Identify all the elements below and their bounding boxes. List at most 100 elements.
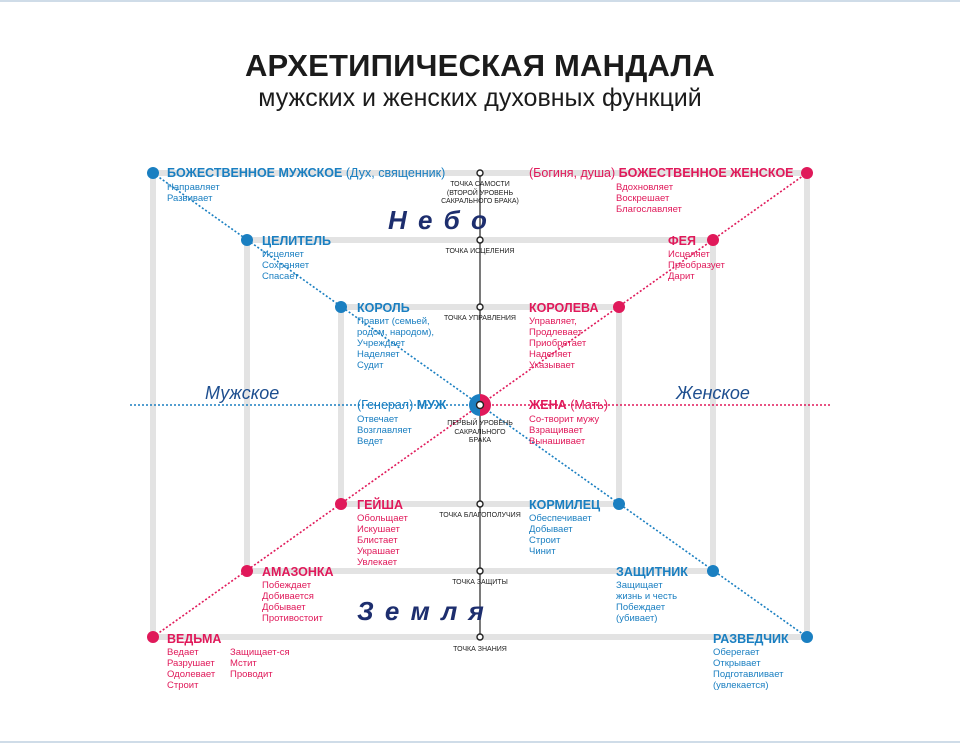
verb: Исцеляет [262, 249, 304, 260]
dot-witch [147, 631, 159, 643]
divine-female-title: (Богиня, душа) БОЖЕСТВЕННОЕ ЖЕНСКОЕ [529, 166, 794, 180]
dot-divine-female [801, 167, 813, 179]
wife-verbs: Со-творит мужу Взращивает Вынашивает [529, 414, 599, 447]
verb: Защищает [616, 580, 663, 591]
point-knowledge [476, 633, 484, 641]
point-healing [476, 236, 484, 244]
wife-name: ЖЕНА [529, 398, 567, 412]
verb: Чинит [529, 546, 556, 557]
verb: Защищает-ся [230, 647, 290, 658]
verb: Наделяет [357, 349, 400, 360]
verb: Побеждает [616, 602, 666, 613]
marriage-level-label: ПЕРВЫЙ УРОВЕНЬ САКРАЛЬНОГО БРАКА [447, 420, 513, 444]
sky-label: Н е б о [388, 205, 489, 235]
verb: Возглавляет [357, 425, 412, 436]
husband-verbs: Отвечает Возглавляет Ведет [357, 414, 412, 447]
verb: Управляет, [529, 316, 577, 327]
dot-healer [241, 234, 253, 246]
verb: Строит [529, 535, 561, 546]
divine-male-note: (Дух, священник) [345, 166, 446, 180]
verb: Строит [167, 680, 199, 691]
center-female-half [480, 394, 491, 416]
verb: Одолевает [167, 669, 216, 680]
verb: Увлекает [357, 557, 398, 568]
verb: Мстит [230, 658, 257, 669]
verb: Развивает [167, 193, 213, 204]
verb: Спасает [262, 271, 299, 282]
husband-note: (Генерал) [357, 398, 414, 412]
verb: Отвечает [357, 414, 399, 425]
point-healing-label: ТОЧКА ИСЦЕЛЕНИЯ [445, 248, 515, 255]
verb: Правит (семьей, [357, 316, 430, 327]
top-border [0, 0, 960, 2]
witch-title: ВЕДЬМА [167, 632, 222, 646]
verb: Украшает [357, 546, 400, 557]
geisha-title: ГЕЙША [357, 498, 403, 512]
verb: Добывает [262, 602, 306, 613]
husband-name: МУЖ [416, 398, 447, 412]
verb: Оберегает [713, 647, 760, 658]
verb: жизнь и честь [616, 591, 678, 602]
verb: Ведает [167, 647, 199, 658]
fairy-verbs: Исцеляет Преобразует Дарит [668, 249, 725, 282]
verb: Добивается [262, 591, 314, 602]
point-self-label: ТОЧКА САМОСТИ (ВТОРОЙ УРОВЕНЬ САКРАЛЬНОГ… [441, 181, 519, 205]
scout-verbs: Оберегает Открывает Подготавливает (увле… [713, 647, 784, 691]
divine-female-verbs: Вдохновляет Воскрешает Благославляет [616, 182, 682, 215]
amazon-title: АМАЗОНКА [262, 565, 334, 579]
witch-verbs: Ведает Разрушает Одолевает Строит [167, 647, 215, 691]
verb: Судит [357, 360, 384, 371]
verb: Противостоит [262, 613, 324, 624]
verb: (увлекается) [713, 680, 769, 691]
point-wellbeing [476, 500, 484, 508]
king-verbs: Правит (семьей, родом, народом), Учрежда… [357, 316, 434, 371]
dot-divine-male [147, 167, 159, 179]
verb: Проводит [230, 669, 273, 680]
queen-title: КОРОЛЕВА [529, 301, 599, 315]
male-diagonal-lower [479, 404, 808, 638]
verb: Благославляет [616, 204, 682, 215]
wife-title: ЖЕНА (Мать) [529, 398, 608, 412]
dot-provider [613, 498, 625, 510]
divine-female-name: БОЖЕСТВЕННОЕ ЖЕНСКОЕ [618, 166, 794, 180]
provider-title: КОРМИЛЕЦ [529, 498, 601, 512]
divine-male-title: БОЖЕСТВЕННОЕ МУЖСКОЕ (Дух, священник) [167, 166, 445, 180]
fairy-title: ФЕЯ [668, 234, 696, 248]
dot-king [335, 301, 347, 313]
dot-amazon [241, 565, 253, 577]
verb: Взращивает [529, 425, 583, 436]
page-subtitle: мужских и женских духовных функций [258, 84, 702, 112]
verb: Обольщает [357, 513, 408, 524]
verb: Воскрешает [616, 193, 670, 204]
verb: родом, народом), [357, 327, 435, 338]
verb: Дарит [668, 271, 695, 282]
dot-defender [707, 565, 719, 577]
dot-queen [613, 301, 625, 313]
queen-verbs: Управляет, Продлевает Приобретает Наделя… [529, 316, 586, 371]
center-male-half [469, 394, 480, 416]
verb: Добывает [529, 524, 573, 535]
point-self [476, 169, 484, 177]
point-governance-label: ТОЧКА УПРАВЛЕНИЯ [444, 315, 516, 322]
verb: Побеждает [262, 580, 312, 591]
point-wellbeing-label: ТОЧКА БЛАГОПОЛУЧИЯ [439, 512, 521, 519]
point-governance [476, 303, 484, 311]
healer-verbs: Исцеляет Сохраняет Спасает [262, 249, 309, 282]
point-protection-label: ТОЧКА ЗАЩИТЫ [452, 579, 508, 586]
witch-verbs-second: Защищает-ся Мстит Проводит [230, 647, 290, 680]
defender-title: ЗАЩИТНИК [616, 565, 688, 579]
bottom-border [0, 741, 960, 743]
point-knowledge-label: ТОЧКА ЗНАНИЯ [453, 646, 507, 653]
healer-title: ЦЕЛИТЕЛЬ [262, 234, 331, 248]
verb: Вдохновляет [616, 182, 674, 193]
provider-verbs: Обеспечивает Добывает Строит Чинит [529, 513, 592, 557]
verb: Учреждает [357, 338, 405, 349]
verb: Разрушает [167, 658, 215, 669]
earth-label: З е м л я [357, 596, 486, 626]
verb: Открывает [713, 658, 761, 669]
husband-title: (Генерал) МУЖ [357, 398, 446, 412]
defender-verbs: Защищает жизнь и честь Побеждает (убивае… [616, 580, 677, 624]
amazon-verbs: Побеждает Добивается Добывает Противосто… [262, 580, 323, 624]
verb: (убивает) [616, 613, 658, 624]
scout-title: РАЗВЕДЧИК [713, 632, 789, 646]
